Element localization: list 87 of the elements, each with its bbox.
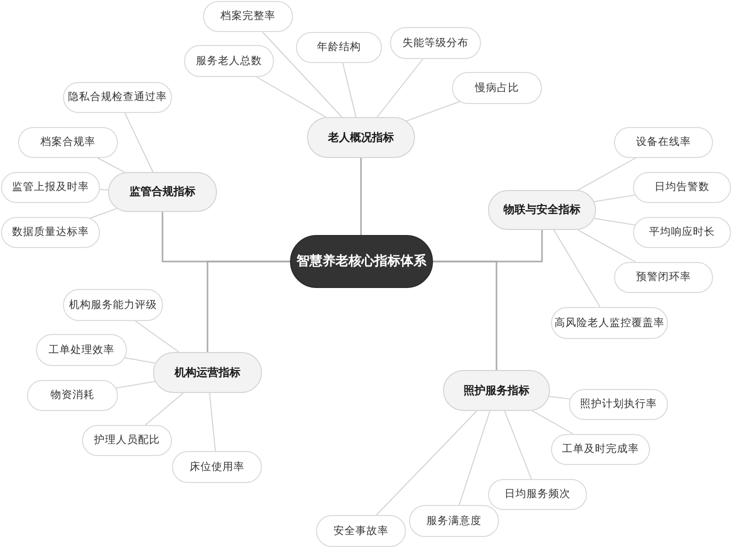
indicator-node [551,307,668,339]
indicator-label: 平均响应时长 [649,226,715,239]
indicator-label: 高风险老人监控覆盖率 [554,316,664,330]
indicator-node [488,479,587,510]
indicator-node [390,27,481,59]
indicator-node [452,72,542,104]
connector-line [577,229,636,262]
category-label: 监管合规指标 [130,185,196,199]
connector-line [144,392,184,426]
indicator-label: 工单处理效率 [48,344,114,356]
indicator-label: 工单及时完成率 [562,443,639,456]
indicator-node [18,127,118,158]
connector-line [553,230,600,308]
connector-line [134,320,180,352]
indicator-node [569,389,668,420]
indicator-node [1,172,100,203]
indicator-node [551,434,650,465]
indicator-node [36,334,127,366]
connector-line [577,158,636,191]
category-label: 机构运营指标 [174,366,240,380]
indicator-label: 设备在线率 [636,136,691,149]
indicator-node [172,451,262,483]
indicator-label: 档案完整率 [220,10,276,23]
indicator-label: 隐私合规检查通过率 [68,91,167,104]
central-node [290,235,433,288]
indicator-node [316,515,406,547]
indicator-node [184,45,274,77]
connector-line [116,380,156,389]
indicator-node [1,217,100,248]
indicator-label: 照护计划执行率 [580,398,657,411]
connector-line [256,76,326,118]
connector-line [594,218,636,226]
indicator-node [27,380,118,411]
indicator-node [296,32,382,63]
connector-line [594,194,636,202]
connector-line [376,58,424,118]
indicator-label: 慢病占比 [475,82,519,94]
connector-line [532,410,574,434]
connector-line [376,410,478,516]
category-node [488,190,596,230]
category-node [108,172,217,212]
connector-line [406,101,460,122]
indicator-label: 床位使用率 [190,460,244,474]
indicator-node [633,172,731,203]
indicator-label: 预警闭环率 [636,271,691,284]
indicator-label: 日均服务频次 [504,488,570,501]
connector-line [206,260,290,352]
indicator-label: 机构服务能力评级 [69,298,157,312]
indicator-node [63,289,163,321]
category-label: 照护服务指标 [464,384,530,398]
indicator-node [614,262,713,293]
connector-line [124,112,154,172]
indicator-node [63,82,172,113]
connector-line [548,396,571,400]
indicator-label: 服务满意度 [426,514,482,528]
category-node [307,117,415,158]
indicator-label: 监管上报及时率 [12,181,89,194]
connector-line [360,158,362,235]
category-node [443,370,550,411]
connector-line [209,392,216,452]
category-label: 老人概况指标 [328,130,394,144]
connector-line [97,158,126,173]
connector-line [504,410,532,480]
connector-line [262,32,342,118]
connector-line [99,188,109,190]
indicator-label: 护理人员配比 [94,434,160,447]
connector-line [124,357,156,364]
indicator-label: 服务老人总数 [196,54,262,68]
indicator-node [614,127,713,158]
connector-line [90,208,118,219]
indicator-node [203,1,293,32]
connector-line [433,260,498,370]
indicator-label: 失能等级分布 [402,36,468,50]
indicator-node [633,217,731,248]
indicator-label: 年龄结构 [317,41,361,54]
indicator-label: 安全事故率 [334,524,388,538]
indicator-label: 档案合规率 [40,136,96,149]
indicator-label: 物资消耗 [50,389,94,402]
indicator-label: 数据质量达标率 [12,226,89,239]
indicator-label: 日均告警数 [654,181,710,194]
connector-line [342,62,356,118]
connector-line [458,410,490,506]
central-label: 智慧养老核心指标体系 [296,254,426,270]
category-node [153,352,262,393]
indicator-node [409,505,499,537]
category-label: 物联与安全指标 [504,203,580,217]
indicator-node [82,425,172,456]
